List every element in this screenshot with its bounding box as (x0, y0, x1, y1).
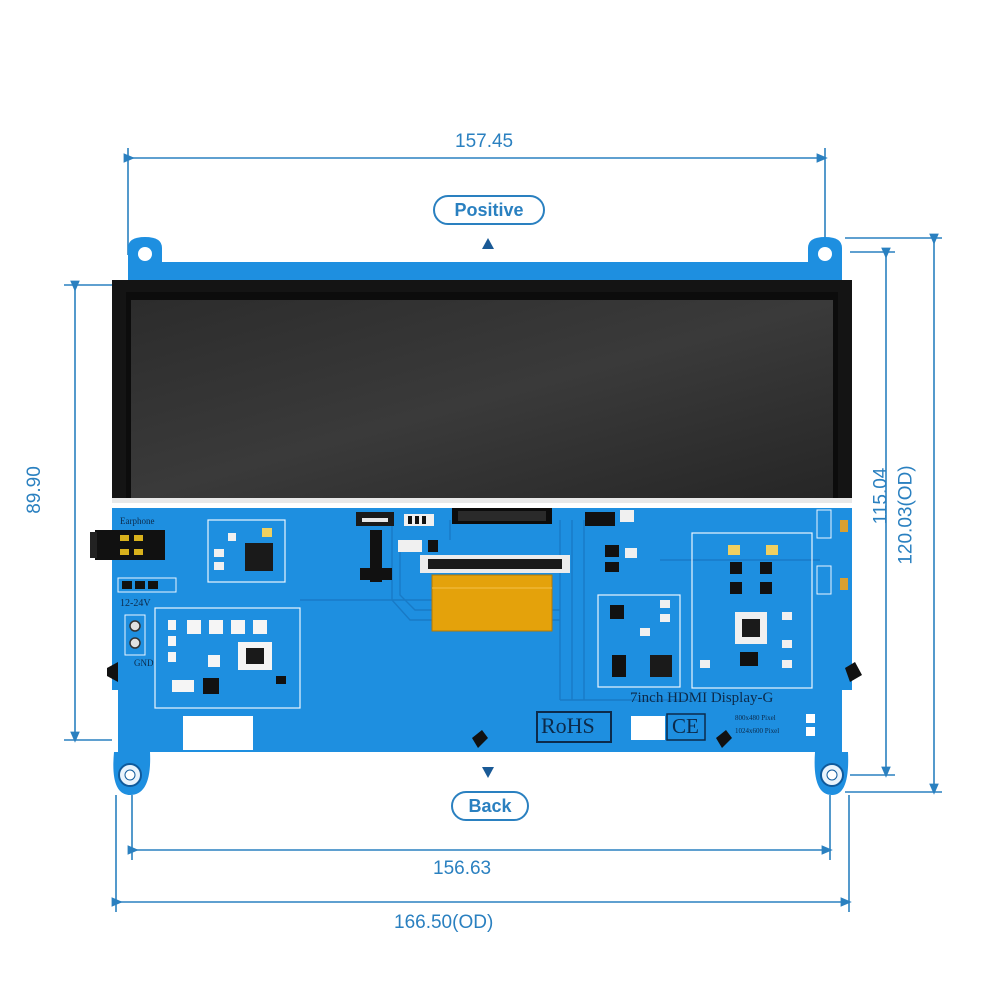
rohs-text: RoHS (541, 713, 595, 738)
positive-arrow-icon (482, 238, 494, 249)
fpc-ribbon (432, 575, 552, 631)
rohs-mark (536, 711, 612, 743)
dim-right-outer-height: 120.03(OD) (895, 465, 917, 565)
positive-label: Positive (433, 195, 545, 225)
dim-top-width: 157.45 (455, 131, 514, 152)
voltage-text: 12-24V (120, 598, 151, 609)
dim-left-height: 89.90 (23, 466, 45, 514)
dimension-lines (64, 148, 942, 912)
ce-mark (666, 713, 706, 741)
blank-label (183, 716, 253, 750)
lcd-panel (112, 280, 852, 503)
back-arrow-icon (482, 767, 494, 778)
dim-bottom-inner-width: 156.63 (433, 858, 492, 879)
pcb-board (90, 508, 862, 795)
model-text: 7inch HDMI Display-G (630, 690, 774, 706)
lcd-screen (131, 300, 833, 498)
pixel-b-text: 1024x600 Pixel (735, 727, 780, 735)
top-bracket (128, 237, 842, 280)
gnd-text: GND (134, 658, 154, 668)
ce-text: CE (672, 714, 699, 738)
earphone-jack (95, 530, 165, 560)
earphone-text: Earphone (120, 516, 155, 526)
dim-bottom-outer-width: 166.50(OD) (394, 912, 494, 933)
dim-right-inner-height: 115.04 (869, 467, 891, 525)
pixel-a-text: 800x480 Pixel (735, 714, 776, 722)
back-label: Back (451, 791, 529, 821)
